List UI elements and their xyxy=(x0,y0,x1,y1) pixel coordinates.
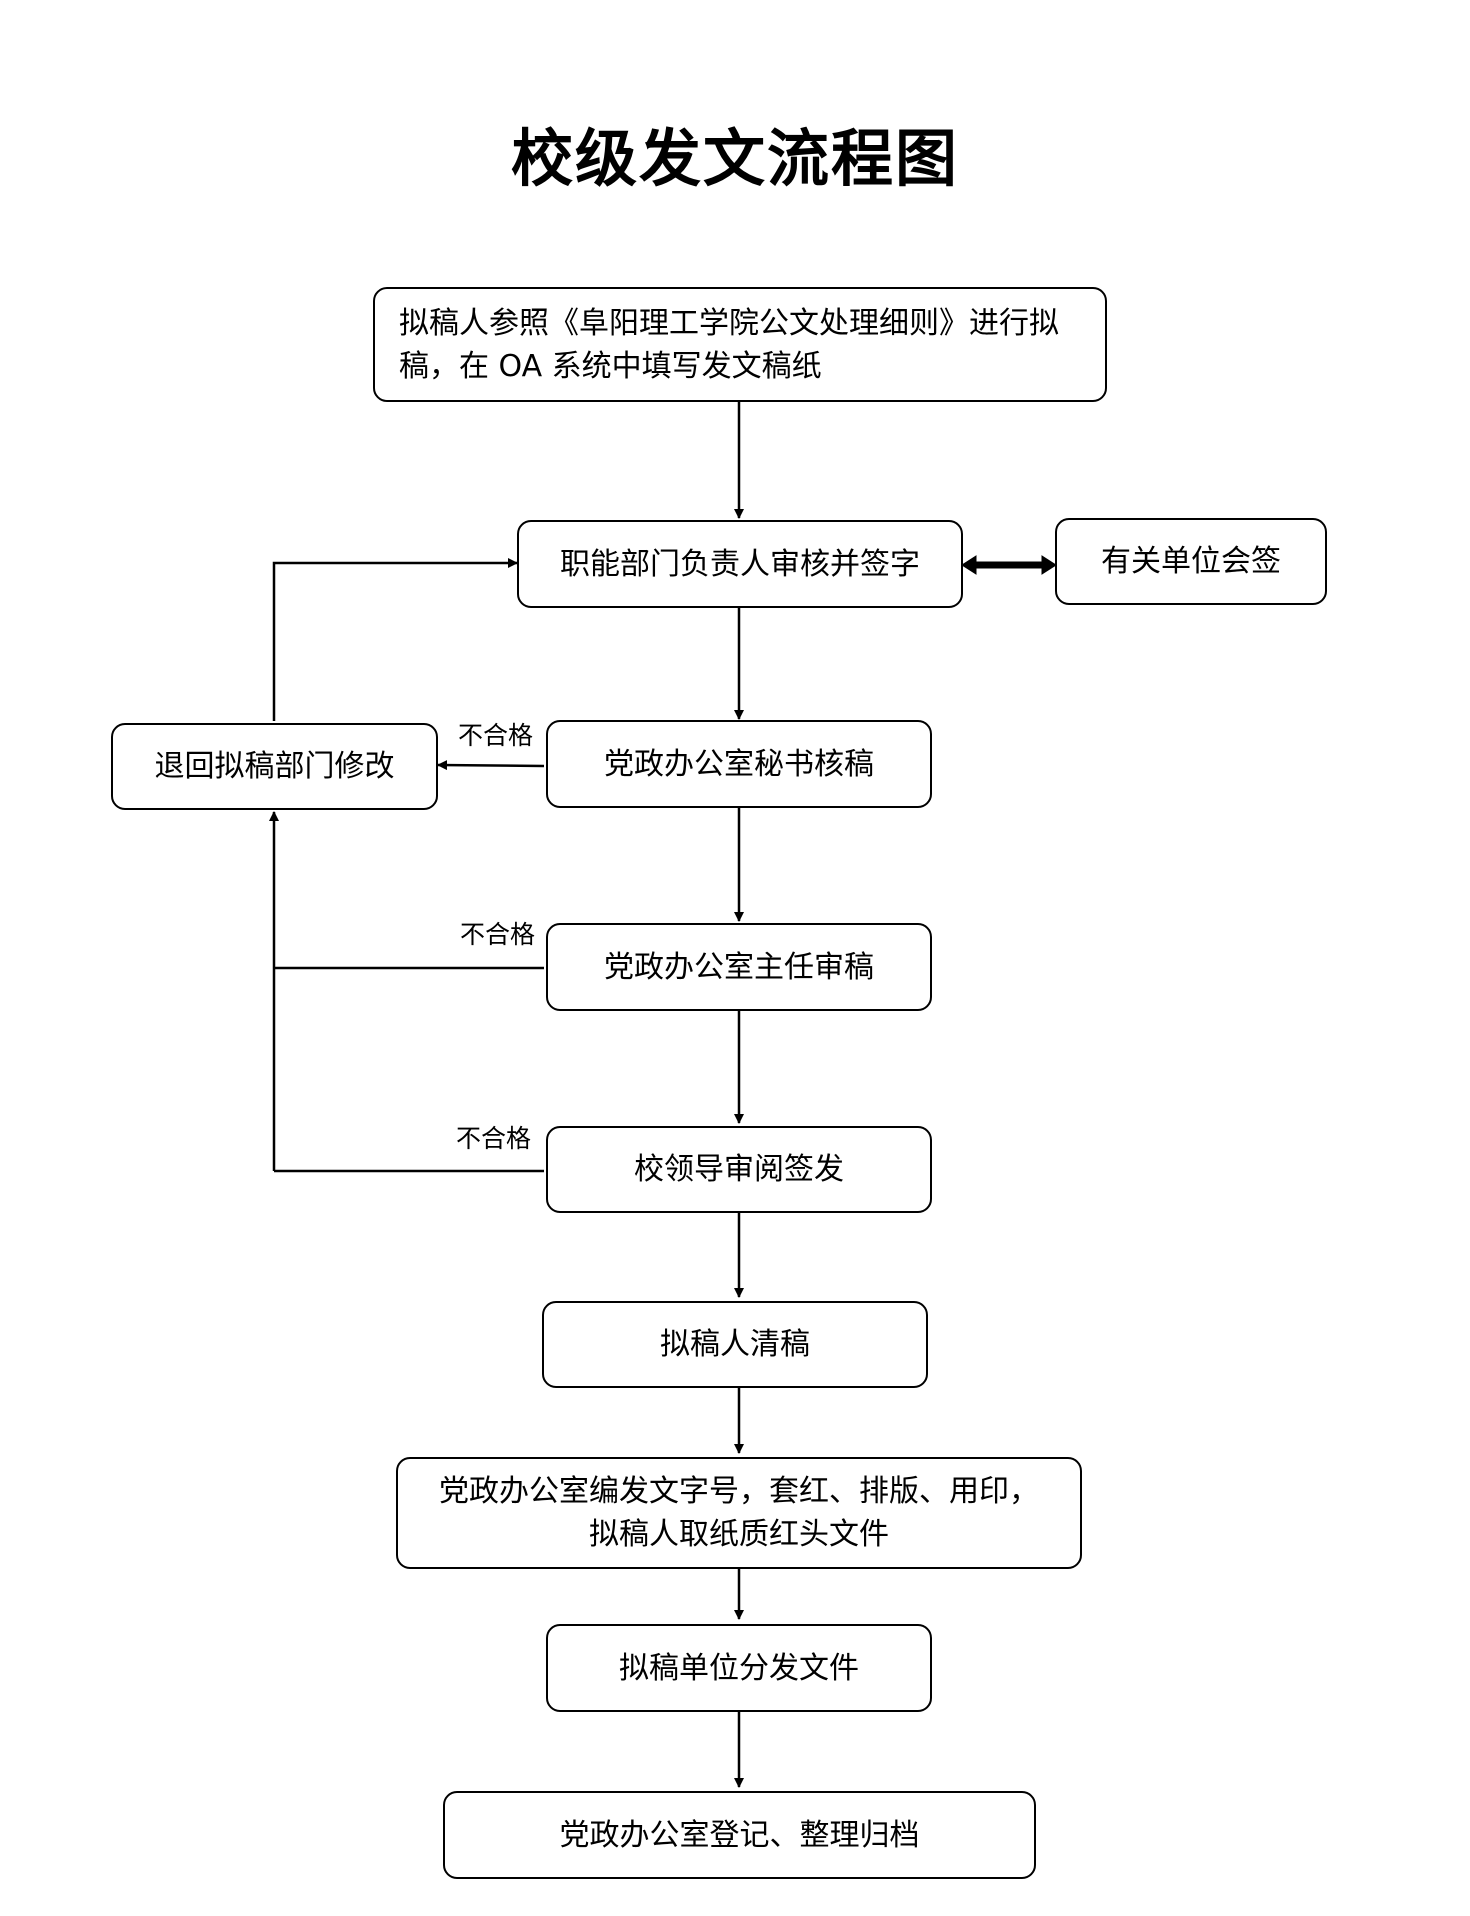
node-distribute: 拟稿单位分发文件 xyxy=(546,1624,932,1712)
reject-label-secretary: 不合格 xyxy=(458,721,534,750)
arrow-secretary-reject xyxy=(437,760,545,771)
node-director-text: 党政办公室主任审稿 xyxy=(604,949,874,985)
node-return: 退回拟稿部门修改 xyxy=(111,723,438,810)
node-clean-copy-text: 拟稿人清稿 xyxy=(660,1327,810,1362)
arrow-return-to-dept xyxy=(272,558,518,721)
reject-label-leader: 不合格 xyxy=(456,1124,532,1153)
node-leader: 校领导审阅签发 xyxy=(546,1126,932,1213)
node-secretary: 党政办公室秘书核稿 xyxy=(546,720,932,808)
reject-label-director: 不合格 xyxy=(460,920,536,949)
node-director: 党政办公室主任审稿 xyxy=(546,923,932,1011)
node-draft-text: 拟稿人参照《阜阳理工学院公文处理细则》进行拟稿，在 OA 系统中填写发文稿纸 xyxy=(399,305,1059,384)
node-archive: 党政办公室登记、整理归档 xyxy=(443,1791,1036,1879)
node-clean-copy: 拟稿人清稿 xyxy=(542,1301,928,1388)
node-dept-review-text: 职能部门负责人审核并签字 xyxy=(560,546,920,582)
node-draft: 拟稿人参照《阜阳理工学院公文处理细则》进行拟稿，在 OA 系统中填写发文稿纸 xyxy=(373,287,1107,402)
double-arrow-cosign xyxy=(961,555,1057,575)
node-numbering: 党政办公室编发文字号，套红、排版、用印，拟稿人取纸质红头文件 xyxy=(396,1457,1082,1569)
node-archive-text: 党政办公室登记、整理归档 xyxy=(559,1817,920,1853)
node-numbering-text: 党政办公室编发文字号，套红、排版、用印，拟稿人取纸质红头文件 xyxy=(439,1474,1039,1552)
node-dept-review: 职能部门负责人审核并签字 xyxy=(517,520,963,608)
node-leader-text: 校领导审阅签发 xyxy=(634,1152,844,1187)
page-title: 校级发文流程图 xyxy=(510,122,959,195)
node-distribute-text: 拟稿单位分发文件 xyxy=(619,1650,859,1686)
node-cosign: 有关单位会签 xyxy=(1055,518,1327,605)
node-secretary-text: 党政办公室秘书核稿 xyxy=(604,746,874,782)
node-return-text: 退回拟稿部门修改 xyxy=(154,749,395,784)
node-cosign-text: 有关单位会签 xyxy=(1101,544,1281,579)
